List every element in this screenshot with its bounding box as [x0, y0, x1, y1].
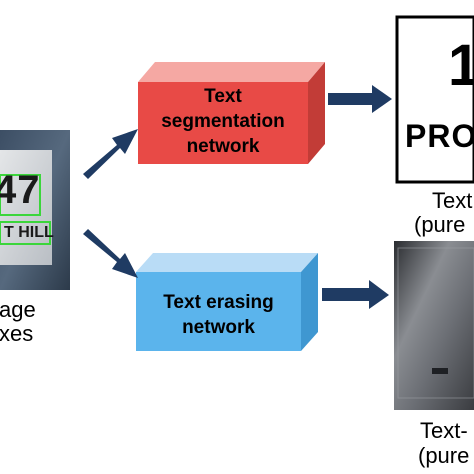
segmentation-label-line3: network — [186, 136, 260, 157]
segmentation-label-line2: segmentation — [161, 111, 285, 132]
erased-output-image — [394, 241, 474, 410]
segmentation-network-label: Text segmentation network — [138, 84, 308, 159]
input-caption-line2: xes — [0, 321, 34, 346]
segmentation-output-caption-line2: (pure — [414, 212, 466, 237]
arrow-to-segmentation — [83, 129, 138, 179]
segmentation-output-number: 1 — [448, 33, 474, 98]
sign-number: 47 — [0, 168, 41, 212]
erasing-label-line2: network — [182, 317, 255, 338]
erasing-network-box — [136, 253, 318, 351]
segmentation-output-text: PRO — [405, 118, 474, 154]
arrow-to-erasing — [83, 229, 138, 278]
detection-box — [0, 174, 41, 216]
sign-street: T HILL — [4, 224, 54, 241]
segmentation-output-caption-line1: Text — [432, 188, 473, 213]
erased-output-caption-line1: Text- — [420, 418, 468, 443]
erasing-network-label: Text erasing network — [136, 290, 301, 340]
detection-box — [0, 221, 51, 245]
segmentation-label-line1: Text — [204, 86, 242, 107]
segmentation-output-image — [395, 15, 474, 184]
input-caption-line1: age — [0, 297, 36, 322]
arrow-to-erased-output — [322, 280, 389, 309]
arrow-to-segmentation-output — [328, 85, 392, 113]
erasing-label-line1: Text erasing — [163, 292, 274, 313]
erased-output-caption-line2: (pure — [418, 443, 470, 468]
segmentation-network-box — [138, 62, 325, 164]
input-image — [0, 130, 70, 290]
